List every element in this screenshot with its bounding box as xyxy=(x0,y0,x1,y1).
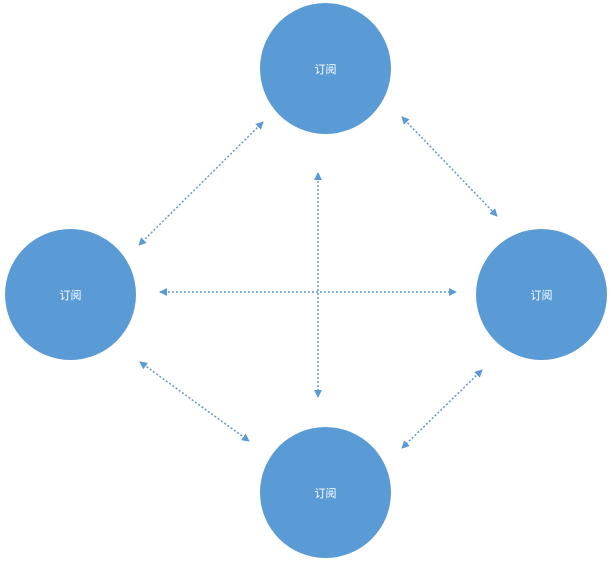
node-top-circle: 订阅 xyxy=(260,3,391,134)
node-left-label: 订阅 xyxy=(59,288,82,302)
node-right-circle: 订阅 xyxy=(476,229,607,360)
connector-top-right xyxy=(401,116,498,217)
node-left-circle: 订阅 xyxy=(5,229,136,360)
connector-left-bottom xyxy=(139,361,250,442)
connector-top-left xyxy=(138,121,264,246)
node-top-label: 订阅 xyxy=(314,62,337,76)
connector-right-bottom xyxy=(401,369,483,449)
node-right-label: 订阅 xyxy=(530,288,553,302)
node-bottom-circle: 订阅 xyxy=(260,427,391,558)
node-bottom-label: 订阅 xyxy=(314,486,337,500)
